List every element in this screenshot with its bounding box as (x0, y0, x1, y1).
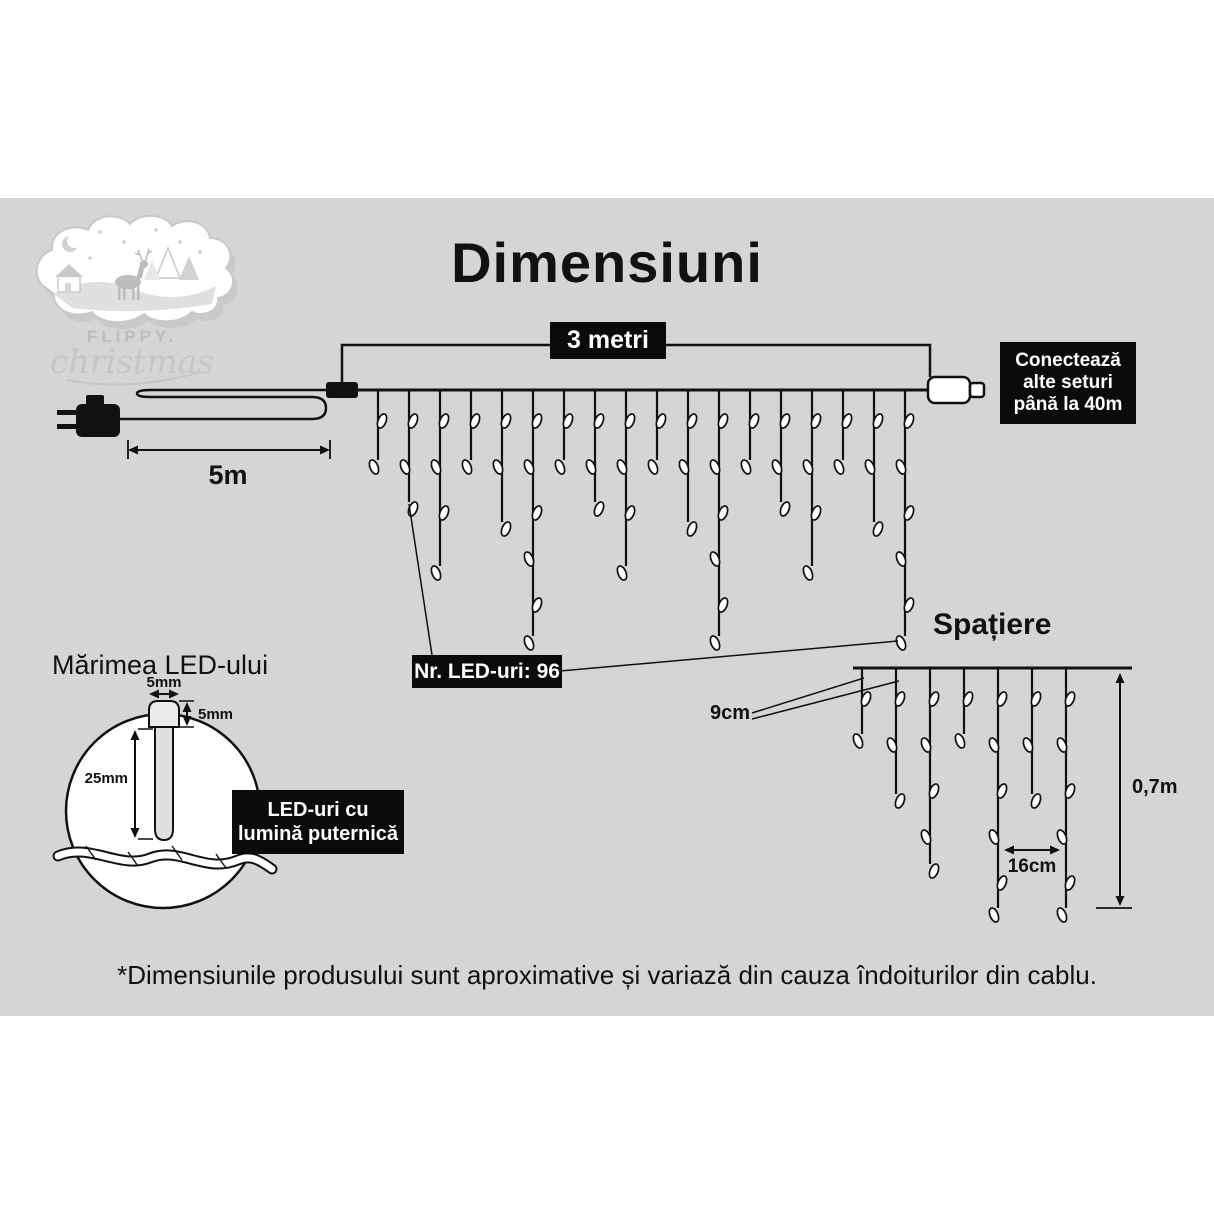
logo-deer (115, 248, 153, 300)
led-cap-width-label: 5mm (146, 674, 182, 691)
flippy-christmas-logo: FLIPPY. christmas (36, 215, 238, 386)
led-count-leaders (408, 503, 899, 672)
spacing-curtain (852, 668, 1076, 923)
dimension-arrows (128, 445, 1125, 906)
spacing-heading: Spațiere (933, 608, 1052, 641)
led-note-box: LED-uri cu lumină puternică (232, 790, 404, 854)
led-body-length-label: 25mm (84, 770, 128, 787)
drop-height-label: 0,7m (1132, 776, 1178, 798)
icicle-curtain (368, 390, 915, 651)
logo-flourish (65, 371, 201, 386)
drop-gap-label: 9cm (709, 702, 750, 724)
led-measure-ticks (138, 700, 194, 840)
string-connector (326, 382, 358, 398)
long-gap-label: 16cm (1007, 856, 1057, 877)
logo-moon-icon (62, 234, 81, 252)
lead-length-label: 5m (208, 460, 248, 490)
led-count-box: Nr. LED-uri: 96 (412, 655, 562, 688)
page-title: Dimensiuni (451, 231, 763, 294)
disclaimer: *Dimensiunile produsului sunt aproximati… (117, 960, 1097, 990)
logo-trees (144, 245, 199, 280)
twisted-wire (52, 845, 278, 875)
gap-9cm-leaders (751, 677, 900, 720)
led-bulb-drawing (148, 700, 180, 842)
logo-house (55, 264, 83, 293)
logo-stars (88, 228, 202, 260)
power-plug-icon (57, 395, 120, 437)
lead-cable (120, 388, 330, 421)
total-width-label: 3 metri (550, 322, 666, 359)
logo-brand-text: FLIPPY. (87, 327, 177, 346)
logo-snow-hill (54, 281, 216, 312)
led-cap-height-label: 5mm (198, 706, 234, 723)
logo-script-text: christmas (50, 342, 214, 381)
end-connector (926, 375, 986, 405)
lead-measure-ticks (127, 440, 331, 459)
connect-note-box: Conectează alte seturi până la 40m (1000, 342, 1136, 424)
led-size-heading: Mărimea LED-ului (52, 650, 269, 680)
